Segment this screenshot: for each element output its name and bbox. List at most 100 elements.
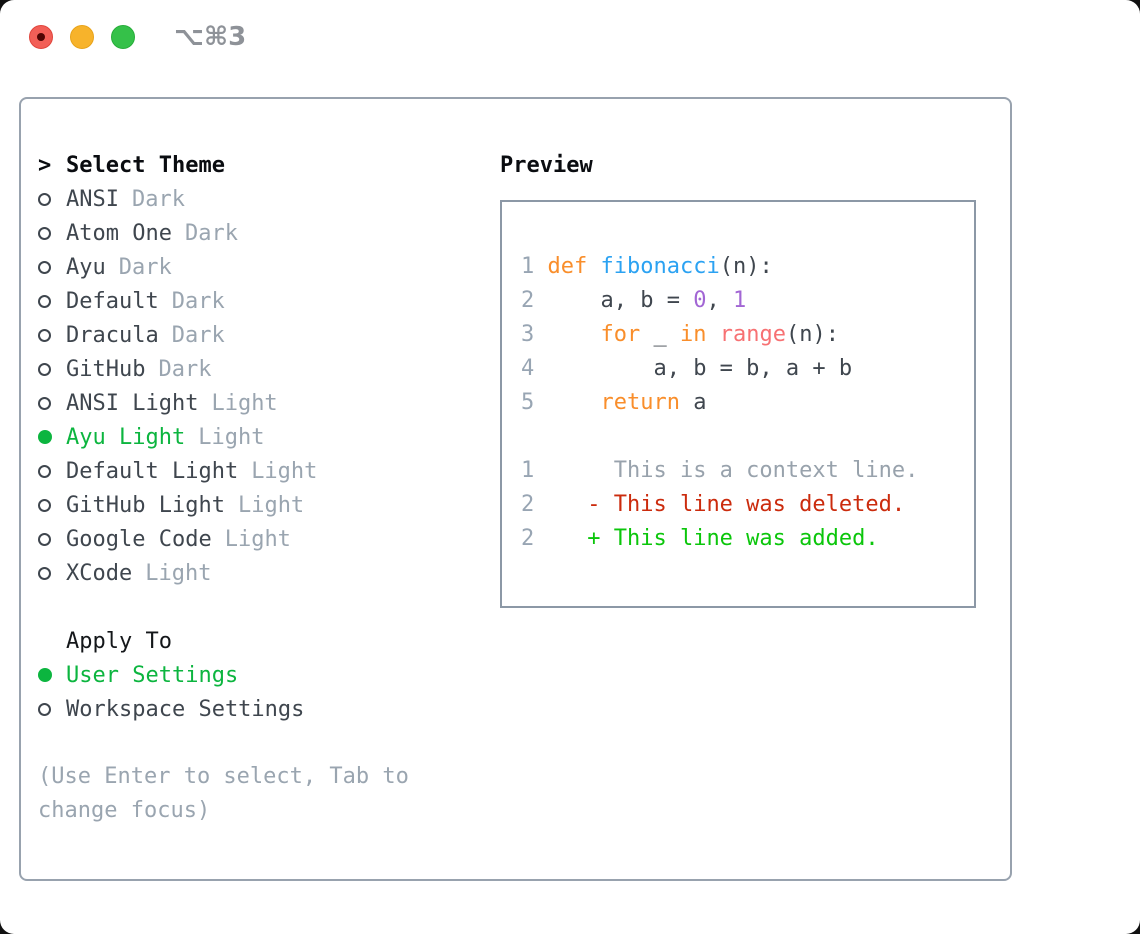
code-token-keyword: for — [600, 322, 641, 347]
theme-option-ayu[interactable]: Ayu Dark — [38, 250, 500, 284]
radio-icon — [38, 430, 66, 444]
code-token-added: + This line was added. — [547, 526, 879, 551]
apply-to-header: Apply To — [38, 624, 500, 658]
line-number: 4 — [521, 356, 535, 381]
option-label: ANSI Light — [66, 390, 199, 416]
radio-icon — [38, 668, 66, 682]
code-line: 5 return a — [521, 386, 974, 420]
apply-option-workspace-settings[interactable]: Workspace Settings — [38, 692, 500, 726]
code-token-plain: , — [706, 288, 733, 313]
radio-unselected-icon — [38, 192, 51, 206]
minimize-button[interactable] — [70, 25, 94, 49]
option-label: Google Code — [66, 526, 212, 552]
radio-icon — [38, 294, 66, 308]
option-label: ANSI — [66, 186, 119, 212]
theme-variant-label: Light — [237, 492, 305, 518]
theme-variant-label: Light — [211, 390, 278, 416]
radio-selected-icon — [38, 668, 52, 682]
option-label: GitHub Light — [66, 492, 225, 518]
radio-unselected-icon — [38, 260, 51, 274]
window-title: ⌥⌘3 — [174, 22, 247, 52]
theme-option-github-light[interactable]: GitHub Light Light — [38, 488, 500, 522]
code-token-builtin: range — [719, 322, 786, 347]
zoom-button[interactable] — [111, 25, 135, 49]
apply-to-title: Apply To — [66, 628, 172, 654]
spacer — [38, 590, 500, 624]
preview-header: Preview — [500, 148, 1010, 182]
code-token-keyword: def — [547, 254, 588, 279]
radio-icon — [38, 532, 66, 546]
theme-variant-label: Dark — [131, 186, 185, 212]
radio-icon — [38, 192, 66, 206]
theme-variant-label: Light — [251, 458, 318, 484]
spacer — [38, 726, 500, 760]
unsaved-changes-dot — [37, 33, 45, 41]
traffic-lights — [29, 25, 135, 49]
code-line: 2 + This line was added. — [521, 522, 974, 556]
theme-option-ayu-light[interactable]: Ayu Light Light — [38, 420, 500, 454]
radio-unselected-icon — [38, 464, 51, 478]
option-label: Ayu — [66, 254, 106, 280]
code-token-plain — [548, 390, 601, 415]
apply-option-user-settings[interactable]: User Settings — [38, 658, 500, 692]
radio-icon — [38, 702, 66, 716]
code-token-deleted: - This line was deleted. — [547, 492, 906, 517]
theme-variant-label: Dark — [171, 322, 225, 348]
radio-unselected-icon — [38, 566, 51, 580]
code-token-plain — [587, 254, 600, 279]
radio-unselected-icon — [38, 328, 51, 342]
close-button[interactable] — [29, 25, 53, 49]
option-label: XCode — [66, 560, 133, 586]
radio-icon — [38, 362, 66, 376]
radio-unselected-icon — [38, 294, 51, 308]
preview-title: Preview — [500, 152, 593, 178]
option-label: Atom One — [66, 220, 172, 246]
code-token-plain: a, b = — [547, 288, 694, 313]
code-token-context: This is a context line. — [547, 458, 919, 483]
radio-unselected-icon — [38, 226, 51, 240]
code-token-plain: a — [679, 390, 707, 415]
theme-option-ansi[interactable]: ANSI Dark — [38, 182, 500, 216]
code-token-function: fibonacci — [600, 254, 720, 279]
radio-icon — [38, 328, 66, 342]
titlebar: ⌥⌘3 — [0, 0, 1140, 74]
radio-icon — [38, 464, 66, 478]
option-label: Default — [66, 288, 159, 314]
theme-option-ansi-light[interactable]: ANSI Light Light — [38, 386, 500, 420]
radio-icon — [38, 260, 66, 274]
line-number: 1 — [521, 458, 535, 483]
code-line: 1 This is a context line. — [521, 454, 974, 488]
radio-unselected-icon — [38, 532, 51, 546]
code-line: 2 - This line was deleted. — [521, 488, 974, 522]
theme-variant-label: Light — [198, 424, 265, 450]
option-label: Ayu Light — [66, 424, 186, 450]
code-token-keyword: in — [679, 322, 707, 347]
radio-unselected-icon — [38, 396, 51, 410]
radio-icon — [38, 566, 66, 580]
select-theme-title: Select Theme — [66, 152, 225, 178]
radio-icon — [38, 396, 66, 410]
code-token-plain — [706, 322, 719, 347]
line-number: 1 — [521, 254, 535, 279]
line-number: 2 — [521, 492, 535, 517]
option-label: GitHub — [66, 356, 146, 382]
code-line: 3 for _ in range(n): — [521, 318, 974, 352]
hint-text: (Use Enter to select, Tab to change focu… — [38, 764, 409, 823]
code-token-plain — [548, 322, 601, 347]
theme-variant-label: Dark — [118, 254, 172, 280]
option-label: User Settings — [66, 662, 239, 688]
preview-pane: Preview 1 def fibonacci(n):2 a, b = 0, 1… — [500, 148, 1010, 879]
code-token-plain: (n): — [719, 254, 773, 279]
line-number: 2 — [521, 526, 535, 551]
select-theme-header: > Select Theme — [38, 148, 500, 182]
